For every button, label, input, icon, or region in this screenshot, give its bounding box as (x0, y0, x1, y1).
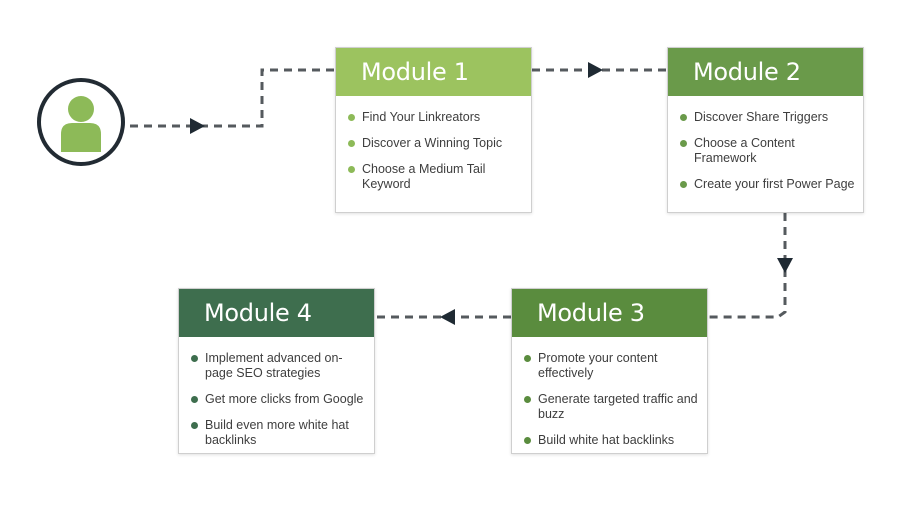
list-item-text: Choose a Medium Tail Keyword (362, 162, 486, 191)
list-item: Implement advanced on-page SEO strategie… (191, 351, 366, 381)
list-item-text: Build white hat backlinks (538, 433, 675, 447)
list-item-text: Discover Share Triggers (694, 110, 829, 124)
list-item-text: Create your first Power Page (694, 177, 855, 191)
arrowhead-right-icon (190, 118, 205, 134)
list-item-text: Build even more white hat backlinks (205, 418, 349, 447)
module-4-title: Module 4 (179, 289, 374, 337)
bullet-icon (680, 140, 687, 147)
module-1-list: Find Your Linkreators Discover a Winning… (336, 96, 531, 192)
module-2-card: Module 2 Discover Share Triggers Choose … (667, 47, 864, 213)
list-item: Find Your Linkreators (348, 110, 523, 125)
list-item: Get more clicks from Google (191, 392, 366, 407)
list-item: Promote your content effectively (524, 351, 699, 381)
module-1-card: Module 1 Find Your Linkreators Discover … (335, 47, 532, 213)
list-item-text: Discover a Winning Topic (362, 136, 503, 150)
connector-module-2-to-module-3 (708, 213, 787, 319)
arrowhead-down-icon (777, 258, 793, 273)
list-item: Build white hat backlinks (524, 433, 699, 448)
list-item-text: Generate targeted traffic and buzz (538, 392, 698, 421)
start-avatar (37, 78, 125, 166)
bullet-icon (348, 140, 355, 147)
connector-start-to-module-1 (130, 68, 335, 128)
bullet-icon (348, 166, 355, 173)
bullet-icon (524, 437, 531, 444)
list-item: Discover Share Triggers (680, 110, 855, 125)
list-item: Create your first Power Page (680, 177, 855, 192)
module-1-title: Module 1 (336, 48, 531, 96)
module-3-title: Module 3 (512, 289, 707, 337)
list-item: Discover a Winning Topic (348, 136, 523, 151)
module-4-list: Implement advanced on-page SEO strategie… (179, 337, 374, 448)
bullet-icon (680, 114, 687, 121)
module-2-list: Discover Share Triggers Choose a Content… (668, 96, 863, 192)
list-item: Choose a Content Framework (680, 136, 855, 166)
bullet-icon (191, 355, 198, 362)
list-item: Build even more white hat backlinks (191, 418, 366, 448)
bullet-icon (524, 355, 531, 362)
list-item-text: Implement advanced on-page SEO strategie… (205, 351, 343, 380)
user-icon (61, 96, 101, 152)
list-item: Choose a Medium Tail Keyword (348, 162, 523, 192)
module-2-title: Module 2 (668, 48, 863, 96)
bullet-icon (191, 396, 198, 403)
list-item-text: Find Your Linkreators (362, 110, 481, 124)
module-3-list: Promote your content effectively Generat… (512, 337, 707, 448)
list-item-text: Get more clicks from Google (205, 392, 364, 406)
bullet-icon (680, 181, 687, 188)
bullet-icon (524, 396, 531, 403)
arrowhead-left-icon (440, 309, 455, 325)
arrowhead-right-icon (588, 62, 603, 78)
list-item: Generate targeted traffic and buzz (524, 392, 699, 422)
list-item-text: Choose a Content Framework (694, 136, 795, 165)
module-4-card: Module 4 Implement advanced on-page SEO … (178, 288, 375, 454)
list-item-text: Promote your content effectively (538, 351, 658, 380)
module-3-card: Module 3 Promote your content effectivel… (511, 288, 708, 454)
bullet-icon (348, 114, 355, 121)
bullet-icon (191, 422, 198, 429)
